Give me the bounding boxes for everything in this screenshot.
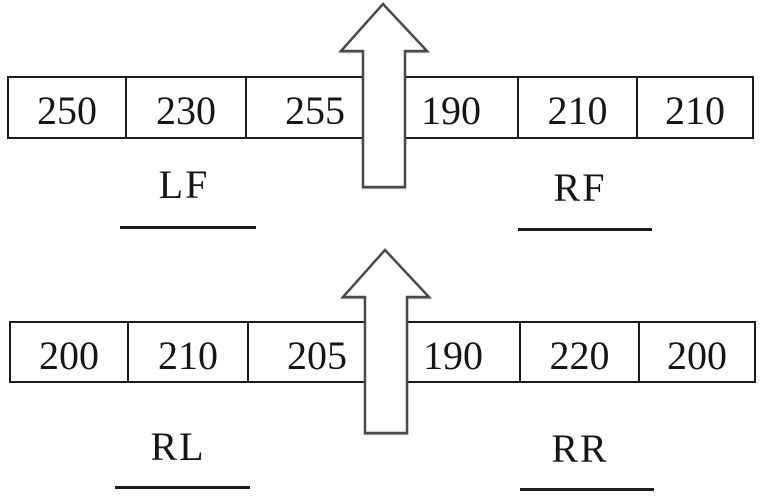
value-cell: 200: [667, 332, 727, 378]
label-underline: [115, 486, 250, 489]
up-arrow-icon: [338, 2, 430, 189]
label-rear-right: RR: [551, 426, 609, 471]
value-cell: 190: [385, 78, 519, 137]
label-rear-left: RL: [150, 424, 206, 469]
label-underline: [518, 228, 652, 231]
value-cell: 230: [127, 78, 247, 137]
value-cell: 200: [11, 323, 129, 381]
value-cell: 210: [665, 88, 725, 133]
rear-value-bar: 200 210 205 190 220 200: [9, 321, 756, 383]
label-right-front: RF: [553, 165, 607, 210]
label-underline: [520, 488, 654, 491]
up-arrow-icon: [340, 248, 432, 435]
value-cell: 205: [249, 323, 387, 381]
value-cell: 250: [9, 78, 127, 137]
value-cell: 220: [521, 323, 640, 381]
value-cell: 190: [387, 323, 521, 381]
label-left-front: LF: [158, 162, 210, 207]
label-underline: [120, 226, 256, 229]
value-cell: 210: [519, 78, 638, 137]
value-cell: 210: [129, 323, 249, 381]
